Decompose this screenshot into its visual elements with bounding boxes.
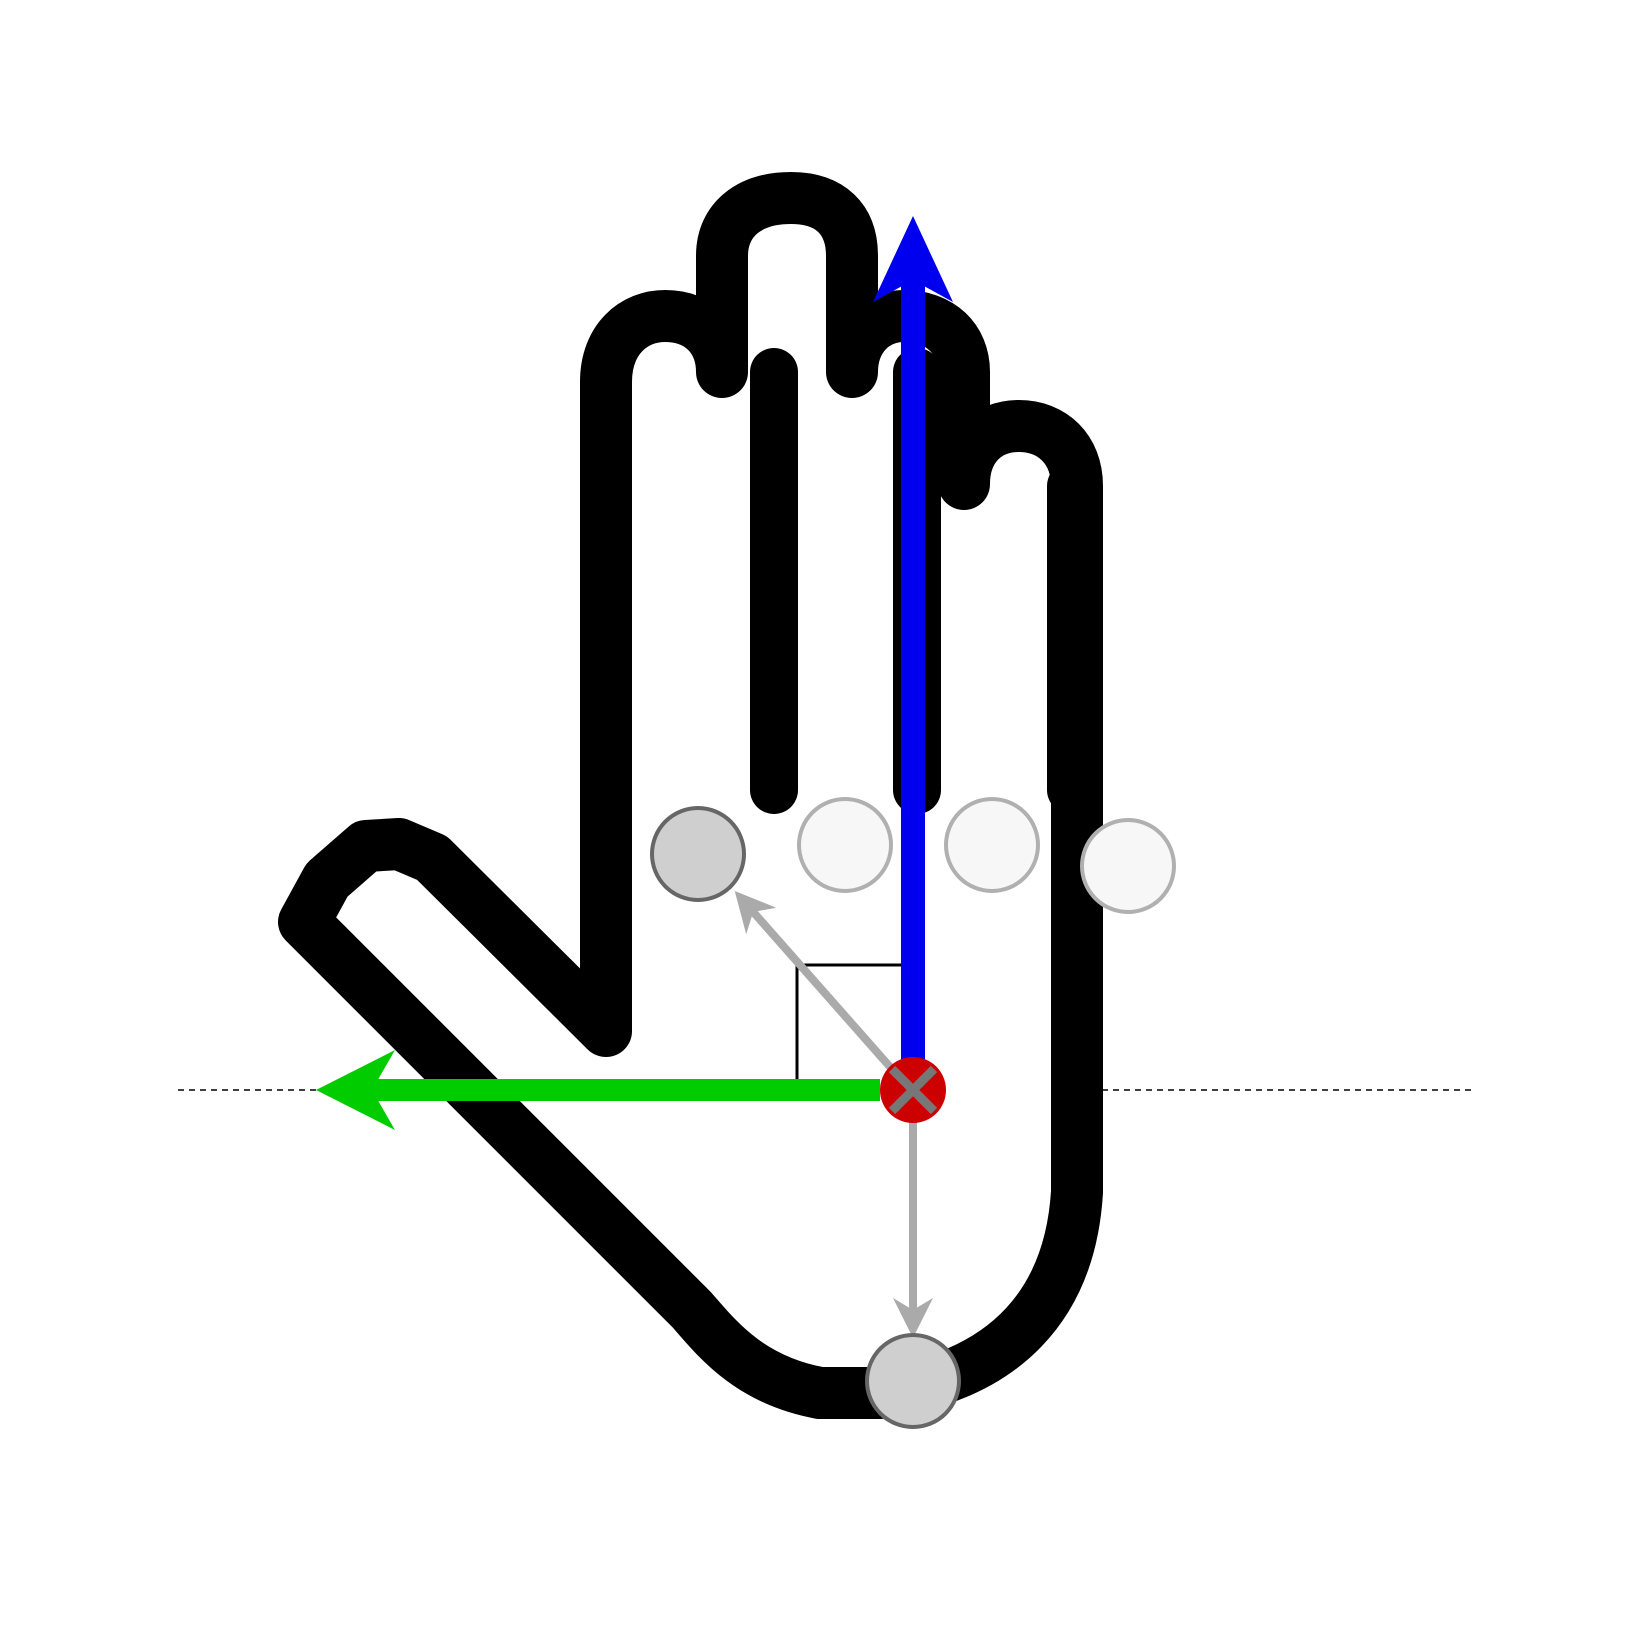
up-axis-arrow: [873, 216, 953, 1075]
hand-outline-icon: [278, 172, 1103, 1419]
origin-cross-line-b: [888, 1065, 938, 1115]
inactive-joints: [797, 797, 1176, 914]
origin-cross-icon: [880, 1057, 946, 1123]
inactive-joint-marker: [944, 797, 1040, 893]
helper-arrow-to-index-joint: [734, 891, 909, 1088]
inactive-joint-marker: [797, 797, 893, 893]
side-axis-arrowhead: [316, 1050, 395, 1130]
active-joint-wrist: [865, 1333, 961, 1429]
side-axis-arrow: [316, 1050, 880, 1130]
inactive-joint-marker: [1080, 818, 1176, 914]
up-axis-arrowhead: [873, 216, 953, 302]
active-joint-index-base: [650, 806, 746, 902]
